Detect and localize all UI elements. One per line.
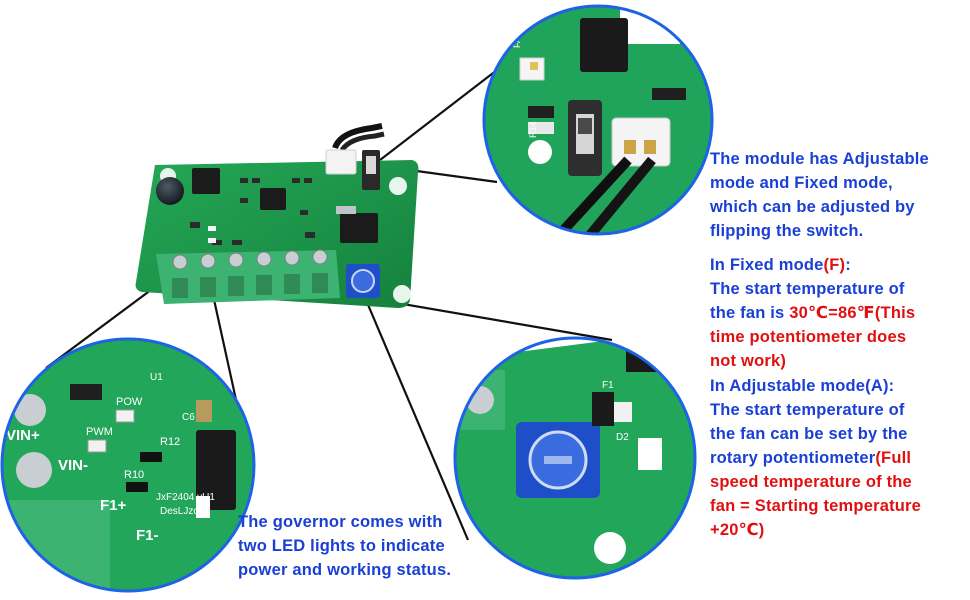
leader-line-pot-left — [364, 299, 470, 541]
caption-switch-modes: The module has Adjustable mode and Fixed… — [710, 147, 970, 243]
silk-vin-plus: VIN+ — [6, 427, 40, 444]
silk-f1-minus: F1- — [136, 527, 159, 544]
caption-adjustable-line4: speed temperature of the — [710, 473, 912, 491]
voltage-regulator — [192, 168, 220, 194]
caption-adjustable-line3: rotary potentiometer(Full — [710, 449, 912, 467]
silk-f1: F1 — [602, 380, 614, 391]
caption-switch-line4: flipping the switch. — [710, 222, 864, 240]
caption-led-line1: The governor comes with — [238, 513, 443, 531]
caption-switch-line3: which can be adjusted by — [710, 198, 915, 216]
caption-fixed-line2: the fan is 30℃=86℉(This — [710, 304, 916, 322]
leader-line-pot-right — [367, 296, 613, 342]
silk-c6: C6 — [182, 412, 195, 423]
silk-board-name: DesLJzcet — [160, 506, 207, 517]
leader-line-switch-top — [379, 59, 511, 161]
mount-hole-br — [393, 285, 411, 303]
controller-chip — [260, 188, 286, 210]
led-pwm — [87, 439, 107, 453]
zoom-connector — [611, 117, 671, 167]
caption-switch-line2: mode and Fixed mode, — [710, 174, 893, 192]
caption-fixed-heading: In Fixed mode(F): — [710, 256, 851, 274]
fan-wire-black-1 — [332, 123, 383, 150]
caption-adjustable-line1: The start temperature of — [710, 401, 905, 419]
fan-connector — [325, 149, 357, 175]
fan-wire-black-2 — [339, 131, 385, 152]
pcb-module — [135, 123, 419, 308]
silk-u1: U1 — [150, 372, 163, 383]
silk-r12: R12 — [160, 436, 180, 448]
callout-led-zoom: POW PWM R12 R10 C6 U1 VIN+ VIN- F1+ F1- … — [0, 337, 256, 593]
zoom-regulator — [196, 430, 236, 510]
caption-adjustable-line6: +20℃) — [710, 521, 765, 539]
silk-vin-minus: VIN- — [58, 457, 88, 474]
caption-led-status: The governor comes with two LED lights t… — [238, 510, 488, 582]
caption-adjustable-heading: In Adjustable mode(A): — [710, 377, 895, 395]
caption-led-line2: two LED lights to indicate — [238, 537, 445, 555]
caption-fixed-mode: In Fixed mode(F): The start temperature … — [710, 253, 970, 373]
caption-switch-line1: The module has Adjustable — [710, 150, 929, 168]
caption-adjustable-line5: fan = Starting temperature — [710, 497, 922, 515]
silk-r10: R10 — [124, 469, 144, 481]
caption-fixed-line3: time potentiometer does — [710, 328, 907, 346]
zoom-mosfet — [580, 18, 628, 72]
caption-fixed-line1: The start temperature of — [710, 280, 905, 298]
silk-pow: POW — [116, 396, 143, 408]
callout-pot-zoom: F1 D2 — [453, 336, 697, 580]
silk-f1-plus: F1+ — [100, 497, 127, 514]
caption-led-line3: power and working status. — [238, 561, 452, 579]
silk-r14: R14 — [528, 121, 538, 138]
caption-fixed-line4: not work) — [710, 352, 787, 370]
caption-adjustable-mode: In Adjustable mode(A): The start tempera… — [710, 374, 970, 542]
silk-board-id: JxF2404 vU1 — [156, 492, 215, 503]
caption-adjustable-line2: the fan can be set by the — [710, 425, 908, 443]
silk-pwm: PWM — [86, 426, 113, 438]
electrolytic-capacitor — [156, 177, 184, 205]
callout-switch-zoom: FAN2 R14 — [482, 4, 714, 236]
terminal-screws — [172, 249, 328, 270]
led-pow — [115, 409, 135, 423]
silk-d2: D2 — [616, 432, 629, 443]
mosfet — [340, 213, 378, 243]
mount-hole-tr — [389, 177, 407, 195]
